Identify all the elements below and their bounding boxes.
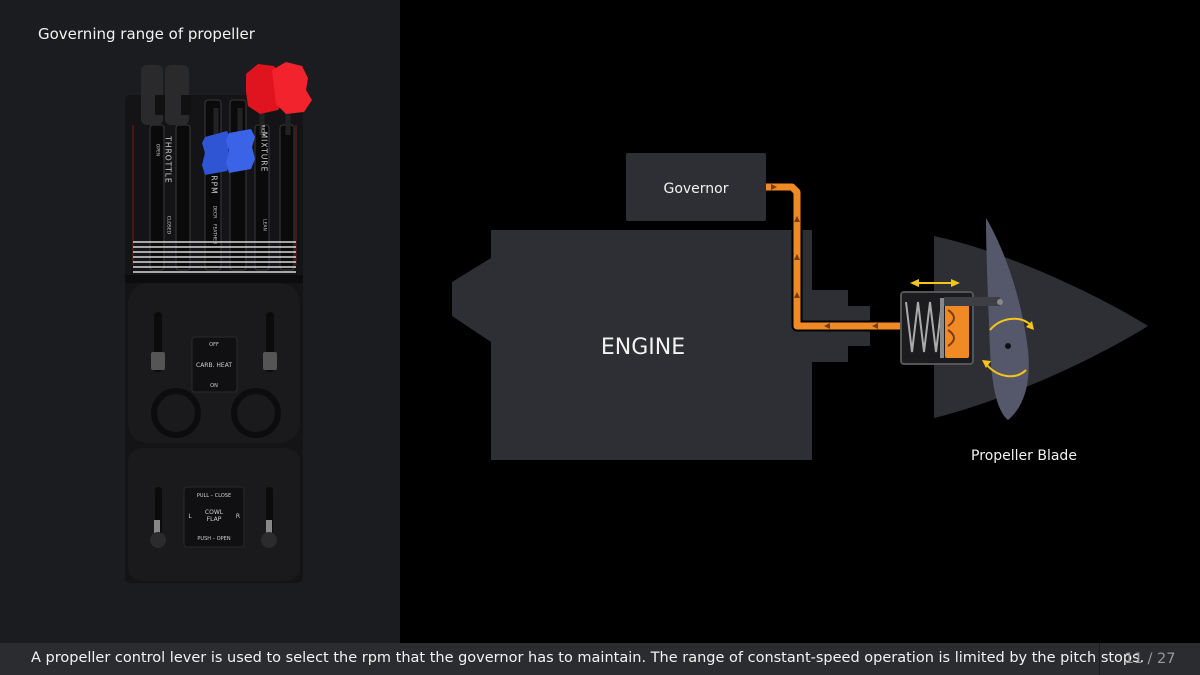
piston-travel-arrow (910, 279, 960, 287)
rpm-label: RPM (210, 175, 219, 194)
left-panel: Governing range of propeller (0, 0, 400, 643)
throttle-top-label: OPEN (155, 144, 161, 156)
throttle-quadrant: OPEN THROTTLE CLOSED RPM DECR FEATHER RI… (125, 62, 312, 583)
carb-heat-label: CARB. HEAT (196, 362, 232, 369)
spring-icon (905, 301, 943, 353)
governor-label: Governor (663, 181, 728, 197)
cowl-flap-lever-right[interactable] (261, 487, 277, 548)
page-separator (1099, 643, 1100, 675)
governor-box (626, 153, 766, 221)
cowl-label-2: FLAP (207, 516, 222, 523)
page-indicator: 11 / 27 (1124, 651, 1176, 667)
mixture-label: MIXTURE (260, 132, 269, 173)
cowl-push-label: PUSH – OPEN (197, 536, 230, 542)
propeller-blade-label: Propeller Blade (971, 448, 1077, 464)
panel-title: Governing range of propeller (38, 25, 255, 43)
cowl-flap-panel: PULL – CLOSE L COWL FLAP R PUSH – OPEN (183, 486, 245, 548)
carb-heat-off-label: OFF (209, 342, 219, 348)
throttle-lever[interactable] (141, 65, 191, 125)
throttle-bottom-label: CLOSED (166, 216, 172, 235)
cowl-pull-label: PULL – CLOSE (197, 493, 231, 499)
caption-bar: A propeller control lever is used to sel… (0, 643, 1200, 675)
mixture-lever-knob[interactable] (246, 62, 312, 135)
mixture-bottom-label: LEAN (262, 219, 268, 231)
trim-wheel-right[interactable] (231, 388, 281, 438)
engine-label: ENGINE (601, 335, 685, 360)
rpm-feather-label: FEATHER (212, 224, 218, 244)
propeller-diagram: ENGINE Governor (400, 0, 1200, 643)
caption-text: A propeller control lever is used to sel… (31, 650, 1145, 666)
oil-line (766, 183, 905, 330)
engine-block (452, 230, 870, 460)
throttle-label: THROTTLE (164, 135, 173, 183)
carb-heat-panel: OFF CARB. HEAT ON (191, 336, 238, 393)
cowl-label-1: COWL (205, 509, 224, 516)
pitch-rotation-arrows (985, 317, 1033, 378)
flow-arrows (771, 184, 878, 329)
mixture-top-label: RICH (260, 125, 266, 136)
carb-heat-switch-left[interactable] (151, 312, 165, 372)
cowl-left-label: L (188, 513, 192, 520)
cowl-right-label: R (236, 513, 240, 520)
rpm-lever-knob[interactable] (202, 108, 255, 175)
cowl-flap-lever-left[interactable] (150, 487, 166, 548)
pitch-piston (900, 291, 1003, 365)
carb-heat-on-label: ON (210, 383, 218, 389)
carb-heat-switch-right[interactable] (263, 312, 277, 372)
trim-wheel-left[interactable] (151, 388, 201, 438)
rpm-bottom-label: DECR (212, 206, 218, 219)
